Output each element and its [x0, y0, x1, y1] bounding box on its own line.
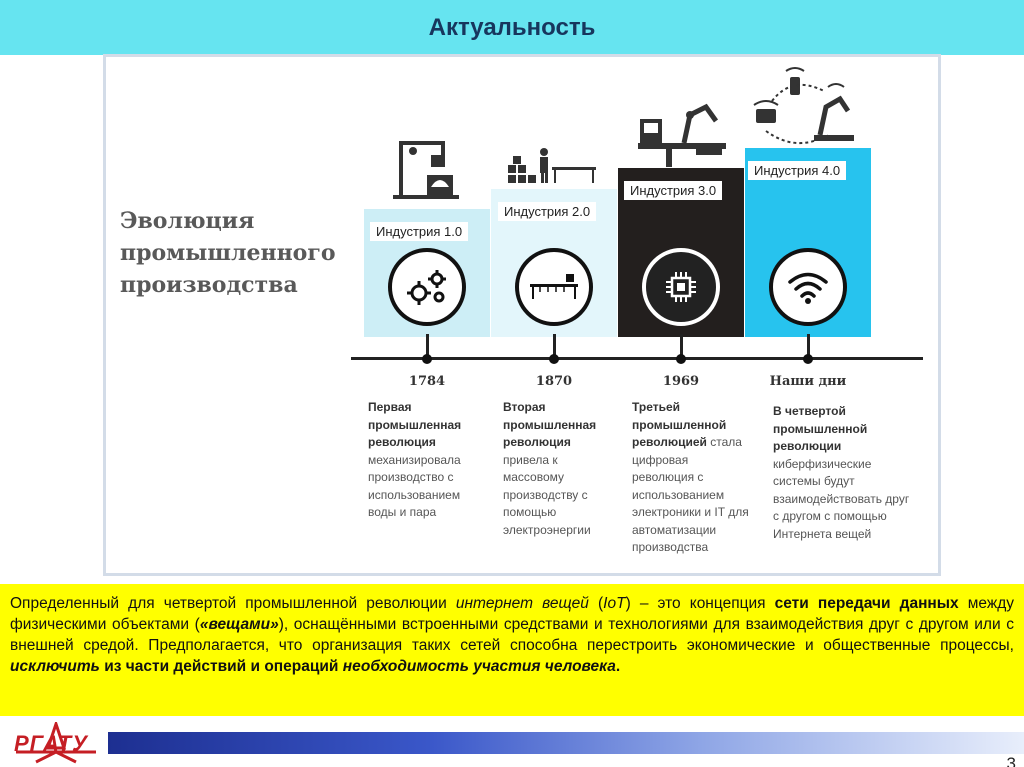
iot-network-icon [753, 67, 854, 145]
infographic-title-line-3: производства [120, 272, 298, 298]
assembly-line-icon [508, 148, 596, 183]
text-em-iot-abbr: IoT [603, 595, 626, 612]
industry-3-label: Индустрия 3.0 [624, 181, 723, 200]
gears-icon [407, 270, 446, 305]
slide-header: Актуальность [0, 0, 1024, 55]
connector-1 [426, 334, 429, 358]
industry-1-circle [388, 248, 466, 326]
stage-1-description: Первая промышленная революция механизиро… [368, 399, 488, 522]
stage-1-heading: Первая промышленная революция [368, 400, 462, 449]
text-part-5: ), оснащёнными встроенными средствами и … [10, 616, 1014, 654]
year-2: 1870 [535, 374, 573, 389]
text-part-2: ( [588, 595, 604, 612]
stage-4-description: В четвертой промышленной революции кибер… [773, 403, 913, 543]
stage-3-text: цифровая революция с использованием элек… [632, 452, 749, 555]
university-logo-text: РГАТУ [14, 731, 89, 756]
timeline-dot-1 [422, 354, 432, 364]
steam-engine-icon [393, 141, 459, 199]
stage-3-description: Третьей промышленной революцией стала ци… [632, 399, 750, 557]
infographic-title-line-2: промышленного [120, 240, 336, 266]
stage-3-heading-tail: стала [706, 435, 742, 449]
infographic-title-line-1: Эволюция [120, 208, 255, 234]
timeline-dot-2 [549, 354, 559, 364]
conveyor-icon [530, 274, 578, 299]
industry-4-label: Индустрия 4.0 [748, 161, 847, 180]
iot-definition-text: Определенный для четвертой промышленной … [10, 593, 1014, 677]
text-em-iot: интернет вещей [455, 595, 589, 612]
timeline-axis [351, 357, 923, 360]
stage-2-text: привела к массовому производству с помощ… [503, 452, 591, 537]
industry-2-label: Индустрия 2.0 [498, 202, 597, 221]
year-3: 1969 [662, 374, 700, 389]
stage-4-text: киберфизические системы будут взаимодейс… [773, 456, 910, 541]
stage-4-heading: В четвертой промышленной революции [773, 404, 868, 453]
industry-2-circle [515, 248, 593, 326]
stage-2-description: Вторая промышленная революция привела к … [503, 399, 621, 539]
text-bold-things: «вещами» [199, 616, 279, 633]
connector-3 [680, 334, 683, 358]
robot-arm-icon [638, 103, 726, 167]
stage-3-heading: Третьей промышленной революцией [632, 400, 726, 449]
text-bold-necessity: необходимость участия человека [342, 658, 616, 675]
stage-1-text: механизировала производство с использова… [368, 452, 461, 520]
chip-icon [666, 272, 696, 302]
iot-definition-block: Определенный для четвертой промышленной … [0, 584, 1024, 716]
connector-4 [807, 334, 810, 358]
text-part-4: между физическими объектами ( [10, 595, 1015, 633]
text-bold-period: . [615, 658, 621, 675]
infographic-title: Эволюция промышленного производства [120, 205, 360, 301]
evolution-infographic: Эволюция промышленного производства [103, 54, 941, 576]
text-bold-part: из части действий и операций [99, 658, 343, 675]
timeline-dot-3 [676, 354, 686, 364]
year-1: 1784 [408, 374, 446, 389]
year-4: Наши дни [769, 374, 847, 389]
industry-1-label: Индустрия 1.0 [370, 222, 469, 241]
industry-4-circle [769, 248, 847, 326]
text-part-1: Определенный для четвертой промышленной … [10, 595, 456, 612]
timeline-dot-4 [803, 354, 813, 364]
page-number: 3 [1006, 754, 1016, 767]
university-logo-icon [16, 722, 96, 764]
industry-3-circle [642, 248, 720, 326]
wifi-icon [788, 272, 828, 304]
connector-2 [553, 334, 556, 358]
text-part-3: ) – это концепция [625, 595, 775, 612]
slide-title: Актуальность [428, 13, 596, 41]
text-bold-network: сети передачи данных [774, 595, 959, 612]
stage-2-heading: Вторая промышленная революция [503, 400, 597, 449]
slide-footer: РГАТУ 3 [0, 718, 1024, 767]
stage-3-heading-bold: Третьей промышленной революцией [632, 400, 727, 449]
footer-gradient-bar [108, 732, 1024, 754]
text-bold-exclude: исключить [10, 658, 100, 675]
